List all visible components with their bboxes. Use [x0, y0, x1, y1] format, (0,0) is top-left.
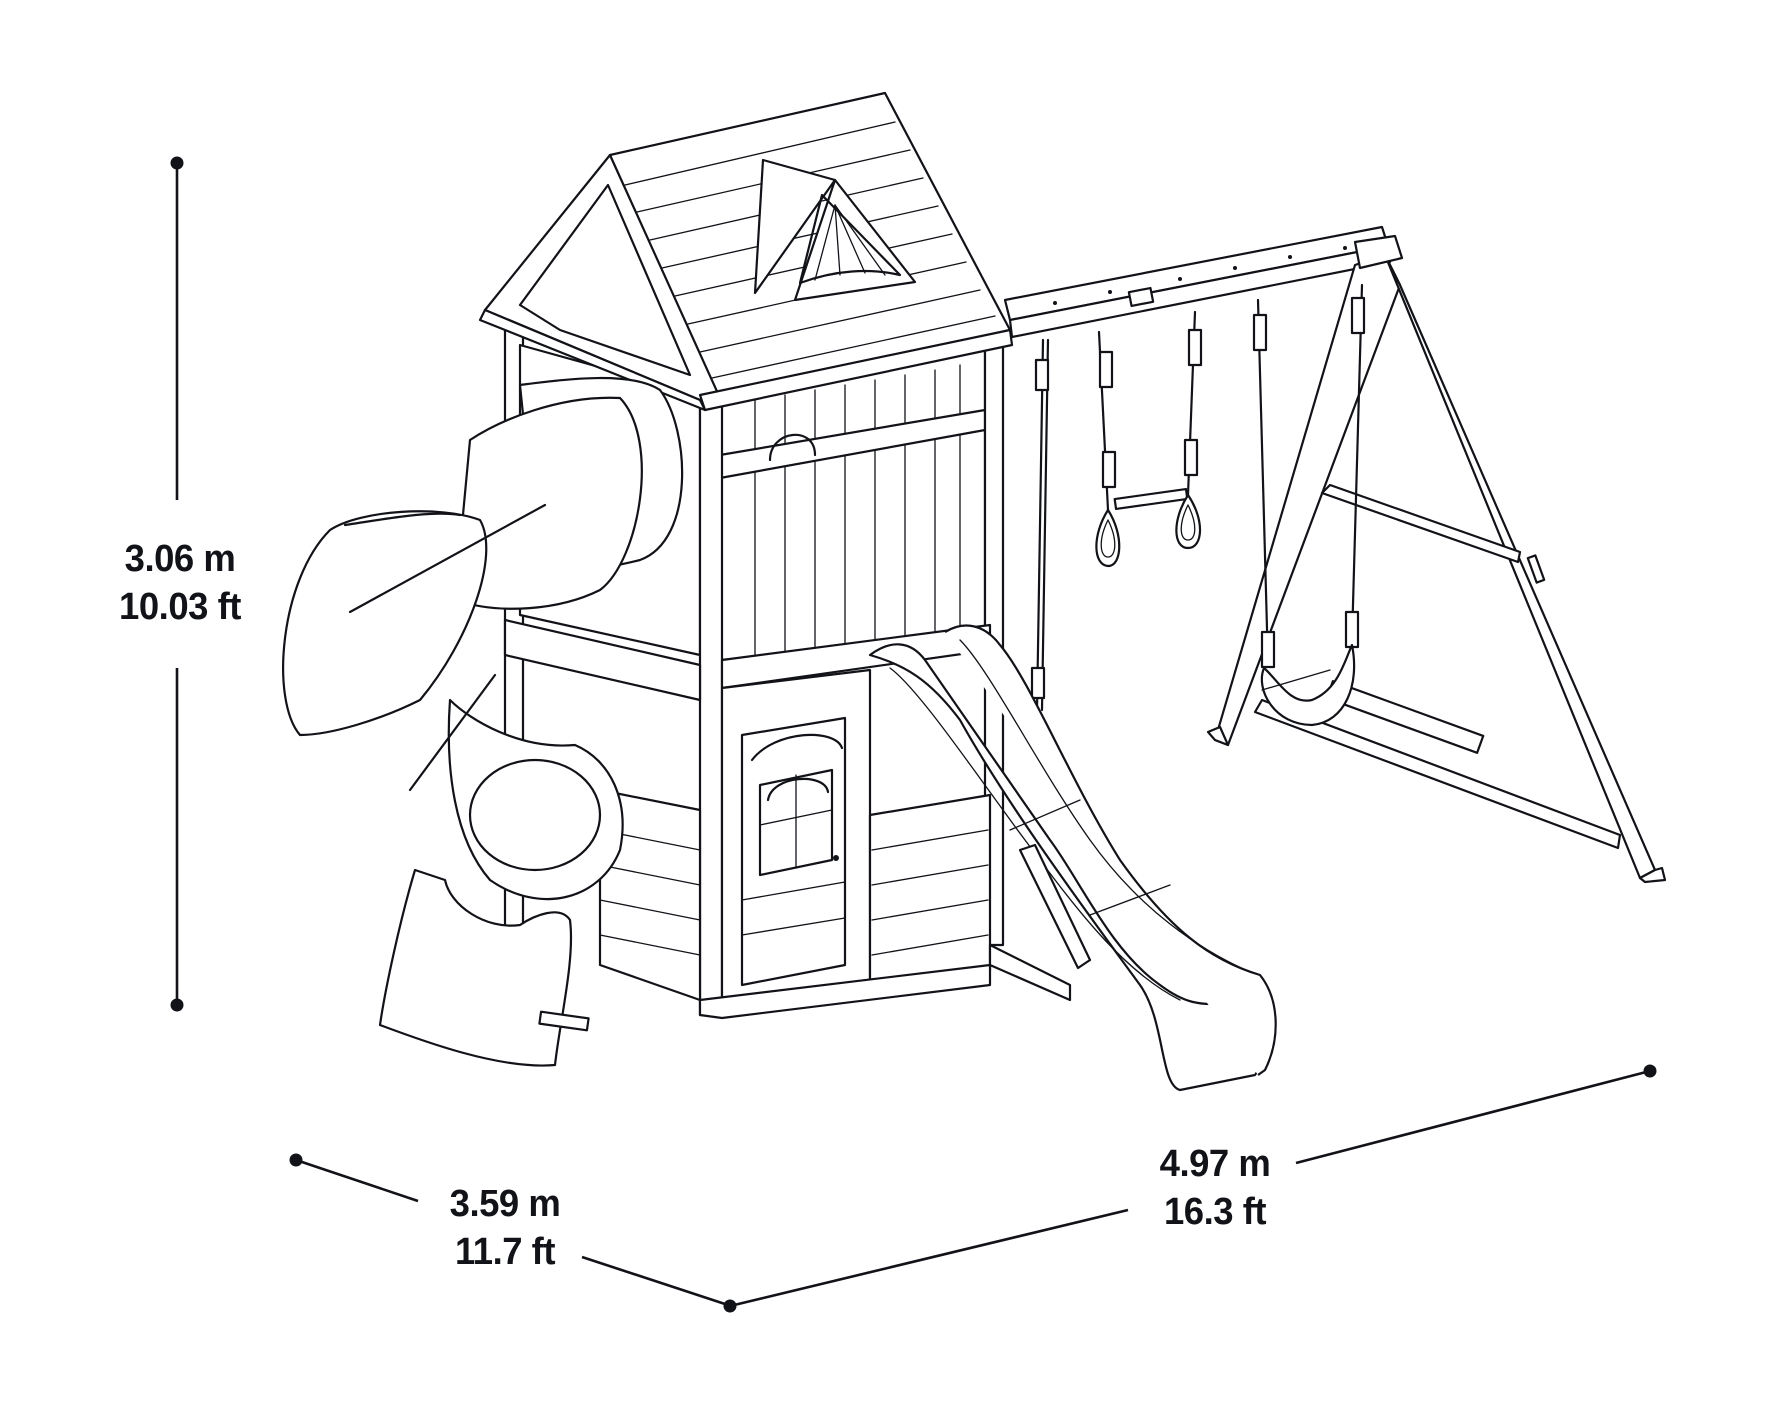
trapeze: [1096, 312, 1201, 566]
swing-beam: [1005, 227, 1390, 337]
height-top-dot: [170, 156, 184, 170]
depth-line-b: [582, 1257, 728, 1305]
wave-slide: [870, 626, 1276, 1090]
width-line-b: [1296, 1071, 1650, 1163]
height-bottom-dot: [170, 998, 184, 1012]
clubhouse-door: [742, 718, 845, 985]
height-imperial: 10.03 ft: [119, 586, 241, 628]
gable-vent: [755, 160, 915, 300]
width-line-a: [730, 1210, 1128, 1306]
depth-line-a: [296, 1160, 418, 1201]
depth-imperial: 11.7 ft: [454, 1231, 556, 1273]
front-slats: [755, 365, 960, 655]
swing-set: [1005, 227, 1665, 882]
width-metric: 4.97 m: [1159, 1143, 1271, 1185]
width-label: 4.97 m 16.3 ft: [1143, 1140, 1287, 1236]
height-label: 3.06 m 10.03 ft: [103, 535, 257, 631]
door-handle-icon: [833, 855, 839, 861]
clubhouse-side-panel: [870, 795, 990, 990]
dimension-lines: [170, 156, 1657, 1313]
depth-label: 3.59 m 11.7 ft: [433, 1180, 577, 1276]
width-right-dot: [1643, 1064, 1657, 1078]
tube-slide: [283, 378, 682, 1066]
width-imperial: 16.3 ft: [1163, 1191, 1267, 1233]
height-metric: 3.06 m: [124, 538, 236, 580]
a-frame: [1208, 236, 1665, 882]
depth-metric: 3.59 m: [449, 1183, 561, 1225]
depth-left-dot: [289, 1153, 303, 1167]
rope-left: [1032, 340, 1048, 710]
belt-swing: [1254, 285, 1364, 725]
